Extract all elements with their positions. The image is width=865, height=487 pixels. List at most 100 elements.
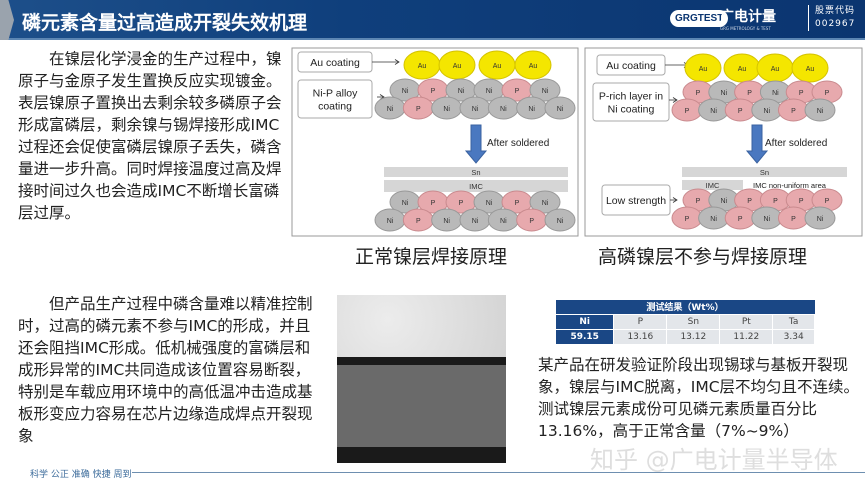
- low-strength-label-text: Low strength: [606, 195, 666, 207]
- p-rich-layer-label-text: Ni coating: [608, 104, 655, 116]
- imc-non-uniform-label: IMC non-uniform area: [753, 181, 827, 190]
- atom-label: Ni: [472, 106, 479, 113]
- atom-label: P: [773, 198, 778, 205]
- atom-label: P: [825, 198, 830, 205]
- atom-label: P: [747, 198, 752, 205]
- atom-label: Au: [806, 66, 815, 73]
- value-cell: 13.16: [613, 328, 668, 345]
- header-cell: Pt: [719, 313, 774, 330]
- footer-slogan: 科学 公正 准确 快捷 周到: [30, 470, 132, 480]
- intro-paragraph: 在镍层化学浸金的生产过程中，镍原子与金原子发生置换反应实现镀金。表层镍原子置换出…: [18, 50, 282, 222]
- atom-label: Au: [738, 66, 747, 73]
- atom-label: P: [515, 88, 520, 95]
- after-soldered-label: After soldered: [487, 138, 549, 149]
- atom-label: P: [431, 88, 436, 95]
- header-cell: Ta: [772, 313, 815, 330]
- stock-number: 002967: [815, 19, 856, 29]
- atom-label: Ni: [542, 88, 549, 95]
- stock-code: 股票代码 002967: [808, 5, 855, 31]
- atom-label: P: [431, 200, 436, 207]
- ni-p-layer-label: [297, 79, 373, 119]
- atom-label: P: [459, 200, 464, 207]
- table-value-row: 59.15 13.16 13.12 11.22 3.34: [554, 328, 815, 345]
- low-strength-pointer-arrow-head: [672, 197, 678, 203]
- atom-label: Ni: [458, 88, 465, 95]
- atom-label: P: [747, 90, 752, 97]
- atom-label: Ni: [763, 108, 770, 115]
- au-coating-label-text: Au coating: [310, 57, 360, 69]
- atom-label: Ni: [557, 106, 564, 113]
- ni-atom: [804, 206, 836, 230]
- atom-label: P: [799, 90, 804, 97]
- table-title: 测试结果（Wt%）: [555, 300, 815, 314]
- au-coating-label-text: Au coating: [606, 60, 656, 72]
- header-chevron: [0, 0, 14, 40]
- sn-layer: [682, 167, 847, 177]
- sn-layer-label: Sn: [471, 168, 480, 177]
- atom-label: P: [791, 216, 796, 223]
- header-bar: 磷元素含量过高造成开裂失效机理 GRGTEST 广电计量 GRG METROLO…: [0, 0, 865, 40]
- atom-label: Ni: [500, 106, 507, 113]
- atom-label: Ni: [387, 218, 394, 225]
- atom-label: Ni: [443, 218, 450, 225]
- ni-atom: [529, 190, 561, 214]
- case-paragraph: 某产品在研发验证阶段出现锡球与基板开裂现象，镍层与IMC脱离，IMC层不均匀且不…: [538, 356, 860, 440]
- atom-label: Ni: [402, 88, 409, 95]
- footer-divider: [132, 472, 865, 473]
- atom-label: Au: [699, 66, 708, 73]
- atom-label: Ni: [472, 218, 479, 225]
- ni-atom: [804, 98, 836, 122]
- atom-label: P: [738, 108, 743, 115]
- value-cell: 3.34: [772, 328, 815, 345]
- atom-label: P: [738, 216, 743, 223]
- brand-name: 广电计量: [720, 9, 776, 25]
- ni-atom: [544, 96, 576, 120]
- atom-label: Ni: [720, 198, 727, 205]
- value-cell: 59.15: [554, 328, 615, 345]
- atom-label: P: [529, 218, 534, 225]
- diagram2-caption: 高磷镍层不参与焊接原理: [598, 246, 808, 268]
- atom-label: Ni: [710, 216, 717, 223]
- down-arrow-icon: [464, 124, 488, 164]
- atom-label: Ni: [710, 108, 717, 115]
- atom-label: P: [799, 198, 804, 205]
- watermark: 知乎 @广电计量半导体: [590, 446, 838, 474]
- atom-label: Au: [529, 63, 538, 70]
- atom-label: Ni: [500, 218, 507, 225]
- sn-layer-label: Sn: [760, 168, 769, 177]
- au-atom: [791, 53, 829, 83]
- sem-cross-section-image: [337, 295, 506, 463]
- atom-label: P: [696, 90, 701, 97]
- atom-label: Au: [418, 63, 427, 70]
- sn-layer: [384, 167, 568, 177]
- grgtest-logo: GRGTEST: [670, 10, 729, 27]
- atom-label: P: [416, 106, 421, 113]
- brand-subtitle: GRG METROLOGY & TEST: [720, 26, 771, 31]
- p-rich-layer-label: [592, 82, 670, 122]
- imc-layer: [384, 180, 568, 192]
- atom-label: P: [791, 108, 796, 115]
- after-soldered-label: After soldered: [765, 138, 827, 149]
- atom-label: P: [685, 216, 690, 223]
- atom-label: Au: [493, 63, 502, 70]
- atom-label: Ni: [486, 88, 493, 95]
- header-cell: P: [613, 313, 668, 330]
- test-result-table: 测试结果（Wt%） Ni P Sn Pt Ta 59.15 13.16 13.1…: [554, 300, 815, 345]
- atom-label: Ni: [557, 218, 564, 225]
- atom-label: P: [416, 218, 421, 225]
- slide-title: 磷元素含量过高造成开裂失效机理: [22, 12, 308, 34]
- layer-pointer-arrow-head: [672, 97, 678, 103]
- atom-label: Ni: [528, 106, 535, 113]
- au-pointer-arrow-head: [394, 59, 400, 65]
- atom-label: Ni: [402, 200, 409, 207]
- imc-layer-label: IMC: [706, 181, 720, 190]
- stock-label: 股票代码: [815, 6, 856, 16]
- atom-label: Ni: [763, 216, 770, 223]
- atom-label: Ni: [720, 90, 727, 97]
- atom-label: Au: [771, 66, 780, 73]
- diagram1-caption: 正常镍层焊接原理: [355, 246, 508, 268]
- cause-paragraph: 但产品生产过程中磷含量难以精准控制时，过高的磷元素不参与IMC的形成，并且还会阻…: [18, 295, 313, 445]
- p-rich-layer-label-text: P-rich layer in: [599, 91, 663, 103]
- ni-atom: [544, 208, 576, 232]
- atom-label: Ni: [772, 90, 779, 97]
